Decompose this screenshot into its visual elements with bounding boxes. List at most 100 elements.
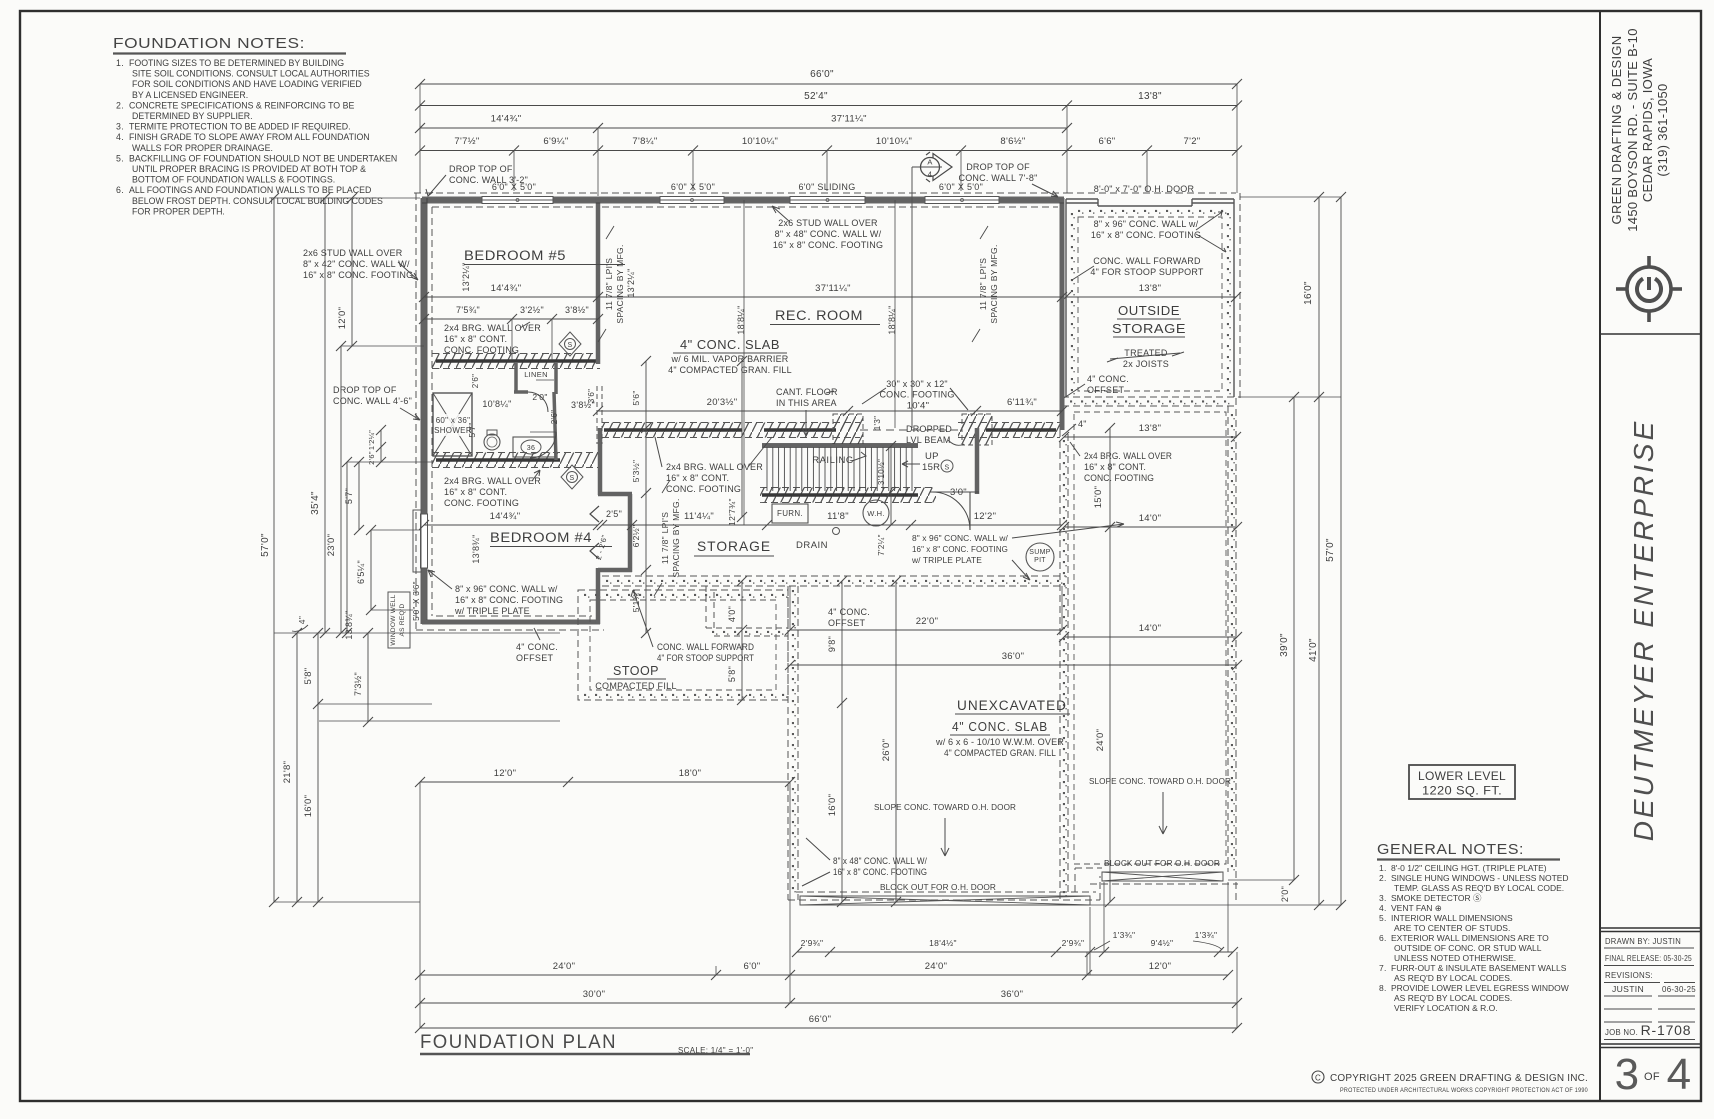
svg-text:7'3½": 7'3½" <box>353 672 363 696</box>
svg-text:23'0": 23'0" <box>326 534 337 557</box>
svg-text:3.: 3. <box>116 122 124 132</box>
svg-text:3'8½": 3'8½" <box>565 305 589 315</box>
svg-text:BLOCK OUT FOR O.H. DOOR: BLOCK OUT FOR O.H. DOOR <box>1104 858 1220 868</box>
svg-text:14'0": 14'0" <box>1139 623 1162 634</box>
svg-text:18'8¼": 18'8¼" <box>736 305 746 334</box>
svg-text:STORAGE: STORAGE <box>1112 321 1186 336</box>
svg-text:36'0": 36'0" <box>1001 989 1024 1000</box>
svg-text:4" FOR STOOP SUPPORT: 4" FOR STOOP SUPPORT <box>1090 267 1204 277</box>
svg-text:INTERIOR WALL DIMENSIONS: INTERIOR WALL DIMENSIONS <box>1391 913 1513 923</box>
svg-text:6'0" X 5'0": 6'0" X 5'0" <box>939 182 983 192</box>
svg-text:CONC. FOOTING: CONC. FOOTING <box>444 498 519 508</box>
svg-text:2'6": 2'6" <box>550 410 559 424</box>
svg-text:CONC. WALL 7'-8": CONC. WALL 7'-8" <box>959 173 1038 183</box>
svg-text:3'10½": 3'10½" <box>877 459 886 485</box>
svg-text:7'2": 7'2" <box>1184 136 1201 147</box>
svg-text:GENERAL NOTES:: GENERAL NOTES: <box>1377 842 1524 858</box>
svg-text:FOOTING SIZES TO BE DETERMINED: FOOTING SIZES TO BE DETERMINED BY BUILDI… <box>129 58 344 68</box>
svg-text:3.: 3. <box>1379 893 1387 903</box>
svg-text:8" x 96" CONC. WALL w/: 8" x 96" CONC. WALL w/ <box>455 584 558 594</box>
svg-text:3'2½": 3'2½" <box>520 305 544 315</box>
svg-text:1'3¾": 1'3¾" <box>1113 930 1136 940</box>
svg-text:WINDOW WELL: WINDOW WELL <box>390 594 397 645</box>
svg-text:8" x 48" CONC. WALL W/: 8" x 48" CONC. WALL W/ <box>833 856 927 866</box>
svg-text:41'0": 41'0" <box>1308 638 1319 662</box>
svg-text:4.: 4. <box>116 132 124 142</box>
svg-text:15'0": 15'0" <box>1093 486 1104 509</box>
svg-text:R-1708: R-1708 <box>1641 1022 1692 1038</box>
svg-text:6'5¼": 6'5¼" <box>356 560 366 584</box>
svg-text:57'0": 57'0" <box>260 533 271 557</box>
svg-text:2x4 BRG. WALL OVER: 2x4 BRG. WALL OVER <box>1084 451 1172 461</box>
svg-text:1'3¾": 1'3¾" <box>1195 930 1218 940</box>
svg-text:5.: 5. <box>116 153 124 163</box>
svg-text:14'0": 14'0" <box>1139 513 1162 524</box>
svg-text:BY A LICENSED ENGINEER.: BY A LICENSED ENGINEER. <box>132 90 248 100</box>
svg-text:6'0": 6'0" <box>744 961 761 972</box>
svg-text:10'4": 10'4" <box>907 401 930 412</box>
svg-text:2'6": 2'6" <box>367 451 376 465</box>
svg-text:CONC. WALL 3'-2": CONC. WALL 3'-2" <box>449 175 528 185</box>
svg-text:13'8¾": 13'8¾" <box>471 534 481 563</box>
svg-text:5'1¾": 5'1¾" <box>631 590 641 613</box>
svg-text:2'6": 2'6" <box>471 374 480 388</box>
svg-text:PIT: PIT <box>1034 557 1046 564</box>
svg-text:VERIFY LOCATION & R.O.: VERIFY LOCATION & R.O. <box>1394 1003 1498 1013</box>
svg-text:16" x 8" CONC. FOOTING: 16" x 8" CONC. FOOTING <box>455 595 563 605</box>
svg-text:SLOPE CONC. TOWARD O.H. DOOR: SLOPE CONC. TOWARD O.H. DOOR <box>874 802 1016 812</box>
svg-text:8'-0" x 7'-0" O.H. DOOR: 8'-0" x 7'-0" O.H. DOOR <box>1094 184 1195 194</box>
svg-text:CONC. WALL FORWARD: CONC. WALL FORWARD <box>657 642 754 652</box>
svg-text:TREATED: TREATED <box>1124 348 1168 358</box>
svg-text:8'6½": 8'6½" <box>1000 136 1025 147</box>
svg-text:FOUNDATION NOTES:: FOUNDATION NOTES: <box>113 35 305 52</box>
svg-text:4" CONC.: 4" CONC. <box>1087 374 1129 384</box>
svg-text:S: S <box>568 342 573 349</box>
svg-text:4'0": 4'0" <box>727 606 737 622</box>
svg-text:6'9¼": 6'9¼" <box>543 136 568 147</box>
svg-text:12'0": 12'0" <box>337 307 348 330</box>
svg-text:C: C <box>1315 1074 1321 1083</box>
svg-text:DRAWN BY: JUSTIN: DRAWN BY: JUSTIN <box>1605 936 1681 946</box>
svg-text:UNLESS NOTED OTHERWISE.: UNLESS NOTED OTHERWISE. <box>1394 953 1516 963</box>
svg-text:2'9¾": 2'9¾" <box>801 938 824 948</box>
svg-text:26'0": 26'0" <box>881 739 892 762</box>
svg-text:39'0": 39'0" <box>1279 633 1290 657</box>
svg-text:BOTTOM OF FOUNDATION WALLS & F: BOTTOM OF FOUNDATION WALLS & FOOTINGS. <box>132 175 335 185</box>
svg-text:OFFSET: OFFSET <box>1087 385 1125 395</box>
svg-text:9'8": 9'8" <box>827 636 837 652</box>
svg-text:LOWER LEVEL: LOWER LEVEL <box>1418 769 1506 783</box>
svg-text:DETERMINED BY SUPPLIER.: DETERMINED BY SUPPLIER. <box>132 111 253 121</box>
svg-text:13'8¾": 13'8¾" <box>344 610 354 639</box>
svg-text:IN THIS AREA: IN THIS AREA <box>776 398 837 408</box>
svg-text:UNEXCAVATED: UNEXCAVATED <box>957 698 1067 713</box>
svg-text:15R: 15R <box>922 462 940 473</box>
svg-text:22'0": 22'0" <box>916 616 939 627</box>
svg-text:UP: UP <box>925 451 939 462</box>
svg-text:DROP TOP OF: DROP TOP OF <box>449 164 513 174</box>
svg-text:FOUNDATION PLAN: FOUNDATION PLAN <box>420 1032 617 1053</box>
svg-text:14'4¾": 14'4¾" <box>490 511 521 522</box>
svg-text:1450 BOYSON RD. - SUITE B-10: 1450 BOYSON RD. - SUITE B-10 <box>1625 28 1640 231</box>
svg-text:LVL BEAM: LVL BEAM <box>906 435 951 445</box>
svg-text:CEDAR RAPIDS, IOWA: CEDAR RAPIDS, IOWA <box>1640 58 1655 202</box>
svg-text:06-30-25: 06-30-25 <box>1662 984 1696 994</box>
svg-text:S: S <box>570 475 575 482</box>
svg-text:FOR SOIL CONDITIONS AND HAVE L: FOR SOIL CONDITIONS AND HAVE LOADING VER… <box>132 79 362 89</box>
svg-text:DROPPED: DROPPED <box>906 424 952 434</box>
svg-text:w/ 6 MIL. VAPOR BARRIER: w/ 6 MIL. VAPOR BARRIER <box>671 354 789 364</box>
svg-text:LINEN: LINEN <box>524 370 548 379</box>
svg-text:w/ TRIPLE PLATE: w/ TRIPLE PLATE <box>911 555 982 565</box>
svg-text:30'0": 30'0" <box>583 989 606 1000</box>
svg-text:24'0": 24'0" <box>553 961 576 972</box>
svg-text:52'4": 52'4" <box>804 91 828 102</box>
svg-text:AS REQ'D BY LOCAL CODES.: AS REQ'D BY LOCAL CODES. <box>1394 973 1512 983</box>
svg-text:STOOP: STOOP <box>613 664 659 678</box>
svg-text:w/ TRIPLE PLATE: w/ TRIPLE PLATE <box>454 606 530 616</box>
svg-text:37'11¼": 37'11¼" <box>831 114 867 125</box>
svg-text:1.: 1. <box>116 58 124 68</box>
svg-text:5'7": 5'7" <box>467 422 477 437</box>
svg-text:SPACING BY MFG.: SPACING BY MFG. <box>615 244 625 323</box>
svg-text:FOR PROPER DEPTH.: FOR PROPER DEPTH. <box>132 206 225 216</box>
svg-text:14'4¾": 14'4¾" <box>491 114 522 125</box>
svg-text:1.: 1. <box>1379 863 1387 873</box>
